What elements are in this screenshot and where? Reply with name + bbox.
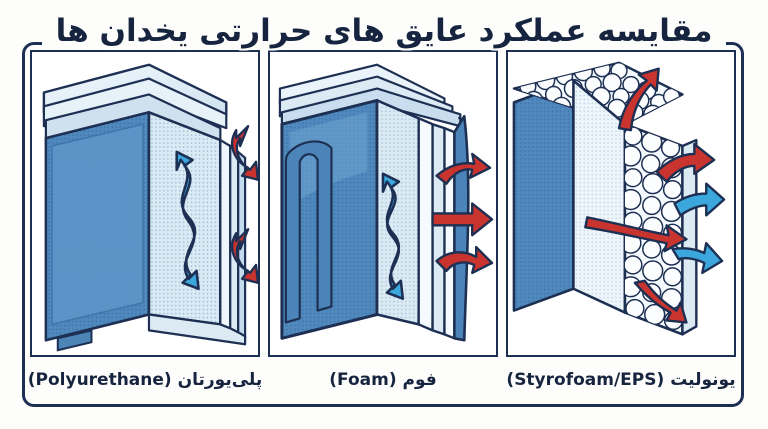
heat-arrow-up bbox=[617, 67, 660, 132]
caption-foam: فوم (Foam) bbox=[329, 370, 437, 390]
heat-arrow-middle bbox=[584, 216, 688, 253]
heat-entering-arrows bbox=[431, 152, 494, 275]
cold-zigzag-arrow bbox=[175, 150, 200, 291]
panel-foam: فوم (Foam) bbox=[268, 50, 498, 403]
cold-arrow-upper bbox=[673, 182, 726, 217]
heat-arrow-lower-right bbox=[633, 279, 688, 324]
heat-deflected-arrows bbox=[231, 124, 258, 284]
heat-arrow-3 bbox=[435, 245, 494, 275]
bag-top-flaps bbox=[278, 63, 462, 130]
heat-arrow-upper-right bbox=[655, 142, 716, 183]
caption-styrofoam-eps: یونولیت (Styrofoam/EPS) bbox=[506, 370, 736, 390]
cooler-box-diagram bbox=[42, 63, 247, 352]
heat-arrow-top bbox=[231, 124, 258, 181]
eps-flow-arrows bbox=[584, 67, 726, 324]
cooler-body bbox=[44, 111, 151, 352]
eps-right-edge bbox=[681, 138, 698, 336]
heat-arrow-2 bbox=[431, 202, 494, 237]
panel-polyurethane: پلی‌یورتان (Polyurethane) bbox=[27, 50, 263, 403]
heat-arrow-bottom bbox=[231, 228, 258, 284]
heat-arrow-1 bbox=[435, 152, 492, 185]
insulation-layers bbox=[147, 111, 247, 346]
caption-polyurethane: پلی‌یورتان (Polyurethane) bbox=[27, 370, 263, 390]
illustration-polyurethane bbox=[30, 50, 260, 357]
eps-panel-diagram bbox=[512, 61, 698, 336]
cold-arrow-lower bbox=[671, 241, 724, 275]
cooler-bag-diagram bbox=[278, 63, 470, 342]
illustration-foam bbox=[268, 50, 498, 357]
panel-styrofoam-eps: یونولیت (Styrofoam/EPS) bbox=[506, 50, 736, 403]
cold-zigzag-arrow bbox=[381, 172, 405, 300]
illustration-styrofoam-eps bbox=[506, 50, 736, 357]
panels-row: پلی‌یورتان (Polyurethane) bbox=[22, 42, 744, 407]
